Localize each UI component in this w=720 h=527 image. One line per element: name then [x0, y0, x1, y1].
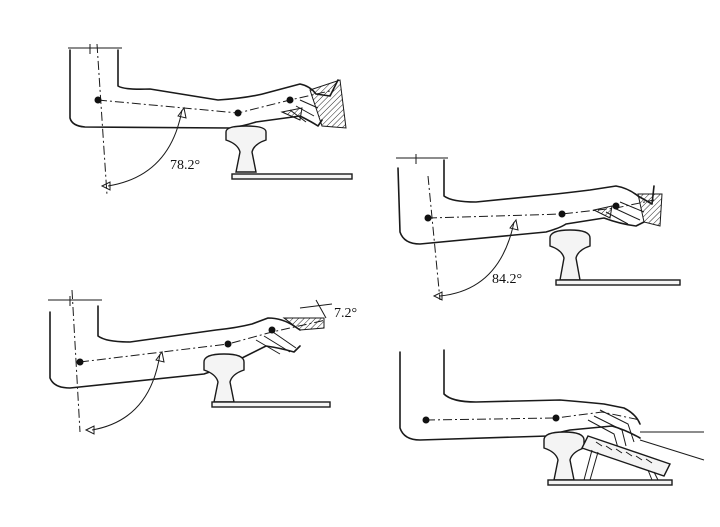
elbow-joint: [424, 214, 432, 222]
angle-arc: [91, 353, 161, 431]
knuckle-joint: [286, 96, 294, 104]
pedestal-base: [547, 479, 673, 486]
wrist-joint: [552, 414, 560, 422]
extension-line: [48, 296, 102, 306]
arm-figure-top-left: [68, 43, 353, 196]
vertical-axis: [96, 43, 108, 196]
angle-label-top-left: 78.2°: [170, 158, 201, 173]
arm-figure-middle-right: [396, 154, 681, 301]
arm-axis: [427, 199, 655, 219]
extension-line: [396, 154, 448, 164]
keyboard-keys: [595, 441, 653, 464]
wrist-joint: [224, 340, 232, 348]
wrist-joint: [558, 210, 566, 218]
angle-reference-line: [299, 299, 333, 319]
pedestal: [203, 353, 245, 403]
hatched-wedge: [280, 107, 303, 121]
hatched-wedge: [637, 193, 663, 227]
hand-fingers: [255, 329, 297, 355]
knuckle-joint: [268, 326, 276, 334]
arm-axis: [97, 89, 335, 114]
hatched-wedge: [282, 317, 325, 331]
hand-fingers: [587, 409, 635, 449]
arrow-head: [432, 291, 443, 301]
elbow-joint: [94, 96, 102, 104]
angle-arc: [107, 109, 183, 187]
arm-axis: [425, 411, 641, 421]
angle-label-middle-right: 84.2°: [492, 272, 523, 287]
pedestal-base: [555, 279, 681, 286]
arm-axis: [79, 319, 327, 363]
arm-figure-bottom-right: [399, 349, 705, 486]
arm-figure-bottom-left: [48, 289, 333, 435]
extension-line: [68, 44, 122, 54]
pedestal: [225, 125, 267, 173]
arrow-head: [84, 425, 95, 435]
pedestal: [543, 431, 585, 481]
keyboard: [581, 435, 671, 477]
knuckle-joint: [612, 202, 620, 210]
wrist-joint: [234, 109, 242, 117]
arrow-head: [155, 350, 165, 363]
arrow-head: [177, 106, 187, 119]
elbow-joint: [76, 358, 84, 366]
arrow-head: [100, 181, 111, 191]
arrow-head: [509, 218, 519, 231]
vertical-axis: [427, 175, 441, 301]
angle-arc: [439, 221, 515, 297]
arm-outline: [397, 159, 655, 245]
hatched-wedge: [592, 205, 613, 219]
keyboard-stand: [583, 449, 659, 481]
angle-label-bottom-left: 7.2°: [334, 306, 358, 321]
hatched-wedge: [309, 79, 347, 129]
pedestal: [549, 229, 591, 281]
pedestal-base: [211, 401, 331, 408]
reference-line: [639, 431, 705, 461]
arm-outline: [49, 305, 301, 389]
arm-outline: [399, 349, 641, 441]
elbow-joint: [422, 416, 430, 424]
pedestal-base: [231, 173, 353, 180]
vertical-axis: [71, 289, 81, 433]
